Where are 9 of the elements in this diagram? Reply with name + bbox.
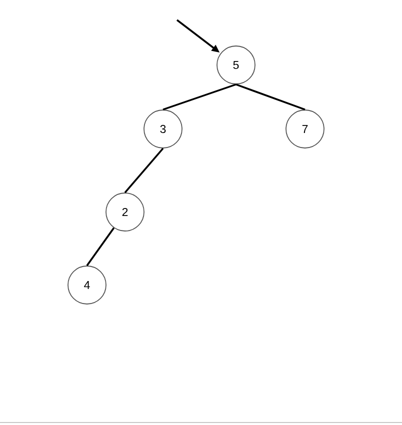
- tree-edge: [86, 227, 115, 266]
- tree-node: 5: [216, 46, 256, 84]
- tree-node: 2: [106, 192, 144, 232]
- tree-node: 4: [68, 266, 106, 304]
- tree-node: 3: [144, 110, 182, 148]
- tree-node: 7: [286, 110, 324, 148]
- tree-edge: [162, 84, 236, 110]
- tree-edge: [236, 84, 306, 110]
- tree-edge: [124, 148, 164, 194]
